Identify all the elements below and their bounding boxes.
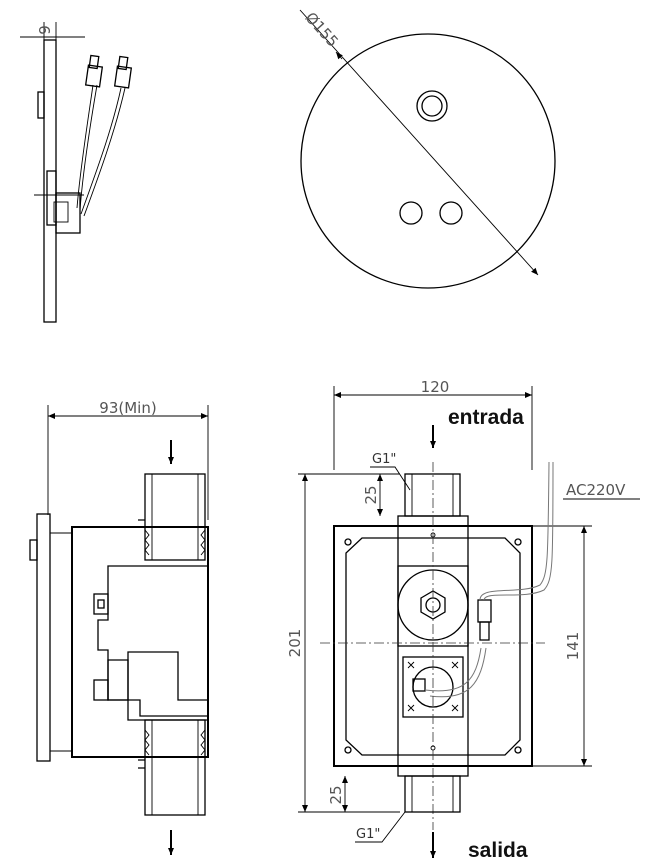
side-view-top: 9: [20, 22, 133, 323]
height-dimension: 201: [286, 629, 304, 658]
bottom-pipe-dimension: 25: [327, 785, 345, 804]
depth-dimension: 93(Min): [99, 399, 156, 417]
side-width-dimension: 9: [36, 25, 54, 35]
bottom-thread-label: G1": [356, 827, 380, 842]
front-view-bottom: 120 entrada salida 201 25 G1" 141: [286, 378, 640, 862]
front-view-top: Ø155: [299, 9, 556, 289]
outlet-label: salida: [468, 839, 528, 862]
cover-diameter-dimension: Ø155: [301, 9, 341, 51]
power-label: AC220V: [566, 481, 626, 499]
mount-height-dimension: 141: [564, 632, 582, 661]
top-thread-label: G1": [372, 452, 396, 467]
section-view: 93(Min): [29, 399, 209, 855]
width-dimension: 120: [421, 378, 450, 396]
inlet-label: entrada: [448, 406, 524, 429]
top-pipe-dimension: 25: [362, 485, 380, 504]
